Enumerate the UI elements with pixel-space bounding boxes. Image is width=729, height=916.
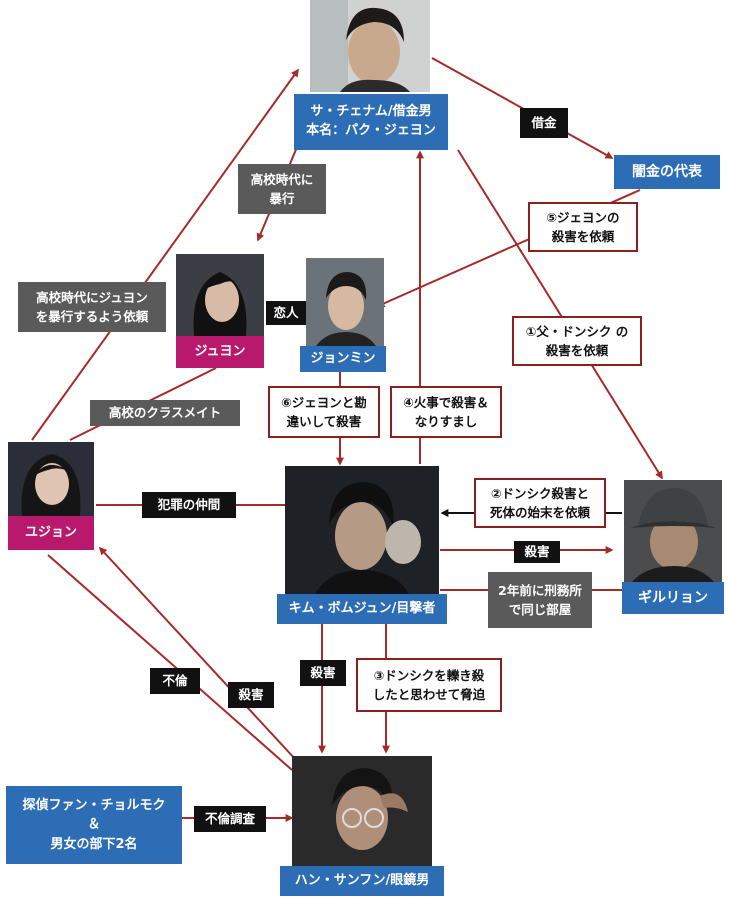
tantei-line3: 男女の部下2名 xyxy=(50,836,138,852)
label-classmate: 高校のクラスメイト xyxy=(90,400,240,426)
juyon-name: ジュヨン xyxy=(176,336,264,368)
man-face-photo-icon xyxy=(310,0,430,92)
sa-chenamu-line2: 本名：パク・ジェヨン xyxy=(306,123,436,138)
yujon-name: ユジョン xyxy=(8,516,94,550)
sa-chenamu-photo xyxy=(310,0,430,92)
han-photo xyxy=(292,756,432,866)
woman-face-photo-icon xyxy=(176,254,264,336)
man-face-photo-icon xyxy=(306,258,384,346)
yamikin-name: 闇金の代表 xyxy=(614,155,720,189)
jonmin-photo xyxy=(306,258,384,346)
sa-chenamu-line1: サ・チェナム/借金男 xyxy=(310,104,432,120)
label-koibito: 恋人 xyxy=(266,301,306,325)
man-bucket-hat-photo-icon xyxy=(624,480,722,582)
label-satsugai-irai-5: ⑤ジェヨンの 殺害を依頼 xyxy=(528,202,638,252)
label-satsugai-han: 殺害 xyxy=(300,660,346,686)
arrow-han-to-yujon xyxy=(98,546,297,761)
label-kanchigai-6: ⑥ジェヨンと勘 違いして殺害 xyxy=(268,386,380,438)
label-kyouhaku-3: ③ドンシクを轢き殺 したと思わせて脅迫 xyxy=(356,658,502,712)
arrow-yujon-to-sa xyxy=(31,68,299,441)
tantei-line1: 探偵ファン・チョルモク xyxy=(22,797,166,813)
label-satsugai-kim: 殺害 xyxy=(514,541,560,563)
label-hanzai-nakama: 犯罪の仲間 xyxy=(142,492,236,518)
woman-face-photo-icon xyxy=(8,442,94,516)
yujon-photo xyxy=(8,442,94,516)
man-headphones-photo-icon xyxy=(285,466,439,594)
kim-photo xyxy=(285,466,439,594)
label-satsugai-yujon: 殺害 xyxy=(228,682,274,708)
label-furin: 不倫 xyxy=(150,668,200,694)
label-shakkin: 借金 xyxy=(520,108,568,138)
kim-name: キム・ボムジュン/目撃者 xyxy=(277,594,447,624)
label-chichi-irai-1: ①父・ドンシク の 殺害を依頼 xyxy=(512,316,642,366)
line-yujon-han xyxy=(47,554,293,771)
label-furin-chousa: 不倫調査 xyxy=(194,806,266,832)
arrow-sa-to-girurion xyxy=(457,149,663,480)
label-boukou-irai: 高校時代にジュヨン を暴行するよう依頼 xyxy=(18,282,166,332)
label-kokojidai-boukou: 高校時代に 暴行 xyxy=(238,164,326,214)
girurion-name: ギルリョン xyxy=(622,582,724,614)
sa-chenamu-name: サ・チェナム/借金男 本名：パク・ジェヨン xyxy=(294,94,448,150)
juyon-photo xyxy=(176,254,264,336)
man-glasses-photo-icon xyxy=(292,756,432,866)
tantei-name: 探偵ファン・チョルモク ＆ 男女の部下2名 xyxy=(6,786,182,864)
tantei-line2: ＆ xyxy=(87,817,101,833)
han-name: ハン・サンフン/眼鏡男 xyxy=(280,866,444,896)
label-keimusho: 2年前に刑務所 で同じ部屋 xyxy=(488,572,592,628)
jonmin-name: ジョンミン xyxy=(300,346,386,372)
label-kaji-4: ④火事で殺害＆ なりすまし xyxy=(390,386,502,438)
girurion-photo xyxy=(624,480,722,582)
label-dongshik-2: ②ドンシク殺害と 死体の始末を依頼 xyxy=(474,478,606,528)
